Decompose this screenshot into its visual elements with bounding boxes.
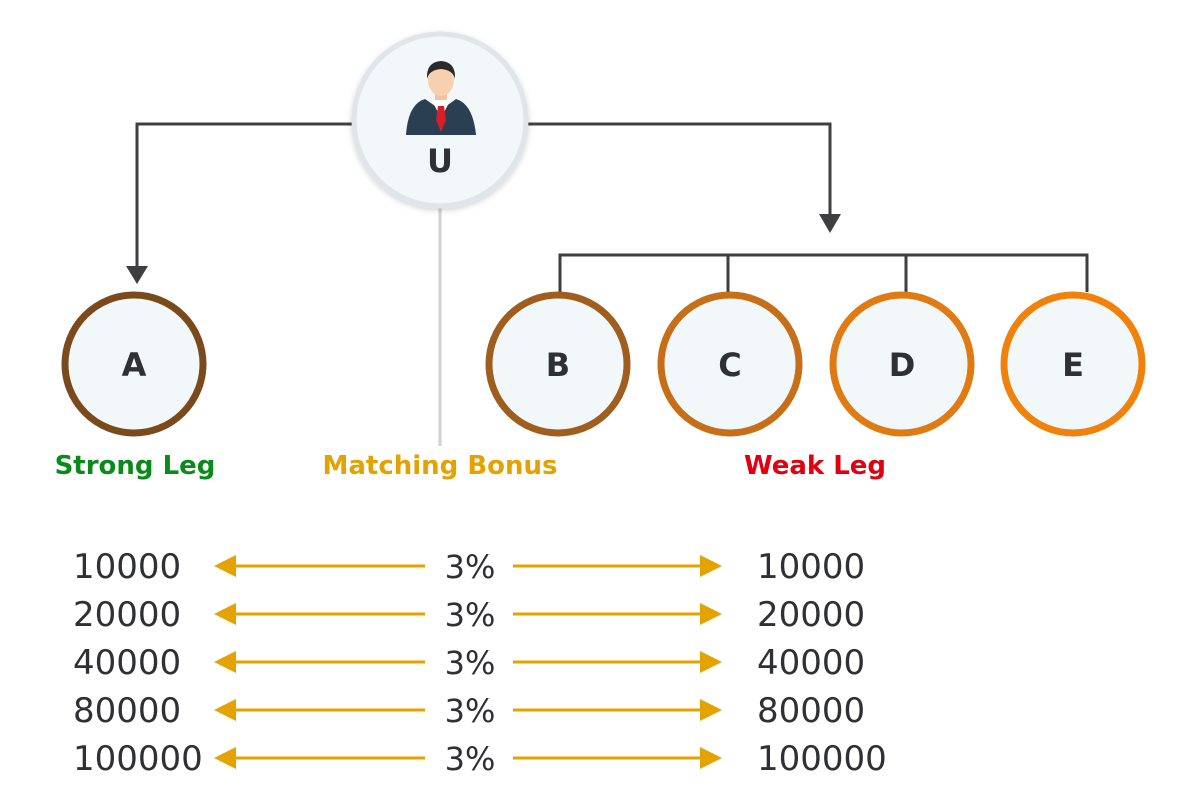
- node-c-letter: C: [718, 346, 741, 384]
- arrowhead-strong-leg: [126, 266, 148, 284]
- businessman-avatar-icon: [406, 61, 476, 135]
- bonus-row: 20000 3% 20000: [73, 595, 865, 635]
- weak-leg-amount: 20000: [757, 595, 865, 635]
- bonus-row: 100000 3% 100000: [73, 739, 887, 779]
- node-b-letter: B: [546, 346, 570, 384]
- connector-root-to-strong-leg: [135, 122, 352, 270]
- strong-leg-label: Strong Leg: [55, 451, 216, 481]
- right-arrow-icon: [700, 651, 722, 673]
- strong-leg-amount: 40000: [73, 643, 181, 683]
- left-arrow-icon: [214, 555, 236, 577]
- strong-leg-amount: 20000: [73, 595, 181, 635]
- left-arrow-icon: [214, 651, 236, 673]
- left-arrow-icon: [214, 699, 236, 721]
- right-arrow-icon: [700, 555, 722, 577]
- weak-leg-amount: 100000: [757, 739, 887, 779]
- right-arrow-icon: [700, 603, 722, 625]
- bonus-percent: 3%: [445, 692, 496, 730]
- weak-leg-amount: 40000: [757, 643, 865, 683]
- node-b: B: [485, 291, 631, 437]
- weak-leg-amount: 10000: [757, 547, 865, 587]
- bonus-percent: 3%: [445, 740, 496, 778]
- node-a-letter: A: [122, 346, 147, 384]
- bonus-percent: 3%: [445, 596, 496, 634]
- node-d: D: [829, 291, 975, 437]
- connectors: [135, 122, 1089, 292]
- bonus-percent: 3%: [445, 548, 496, 586]
- matching-bonus-label: Matching Bonus: [322, 451, 557, 481]
- right-arrow-icon: [700, 699, 722, 721]
- strong-leg-amount: 100000: [73, 739, 203, 779]
- weak-leg-bus-line: [558, 253, 1089, 292]
- node-e: E: [1000, 291, 1146, 437]
- bonus-row: 40000 3% 40000: [73, 643, 865, 683]
- bonus-percent: 3%: [445, 644, 496, 682]
- weak-leg-label: Weak Leg: [744, 451, 886, 481]
- bonus-row: 10000 3% 10000: [73, 547, 865, 587]
- left-arrow-icon: [214, 603, 236, 625]
- weak-leg-amount: 80000: [757, 691, 865, 731]
- strong-leg-amount: 80000: [73, 691, 181, 731]
- right-arrow-icon: [700, 747, 722, 769]
- root-node: U: [351, 31, 529, 209]
- connector-root-to-weak-leg: [528, 122, 832, 216]
- bonus-row: 80000 3% 80000: [73, 691, 865, 731]
- node-a: A: [61, 291, 207, 437]
- node-d-letter: D: [889, 346, 916, 384]
- left-arrow-icon: [214, 747, 236, 769]
- strong-leg-amount: 10000: [73, 547, 181, 587]
- node-c: C: [657, 291, 803, 437]
- root-node-letter: U: [427, 142, 453, 180]
- bonus-rows: 10000 3% 10000 20000 3% 20000 40000 3% 40000 8000…: [73, 547, 887, 779]
- node-e-letter: E: [1062, 346, 1084, 384]
- arrowhead-weak-leg: [819, 214, 841, 233]
